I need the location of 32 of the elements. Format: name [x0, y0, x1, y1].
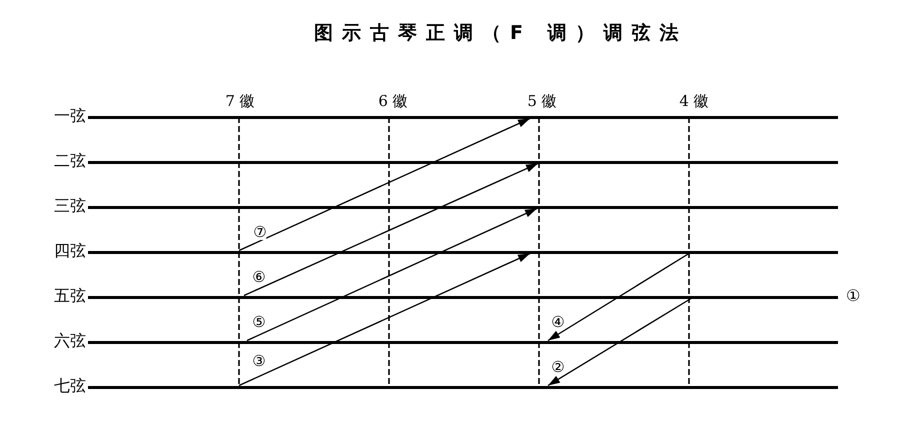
step-number: ② [551, 359, 565, 375]
string-label: 五弦 [54, 286, 86, 306]
position-label: 5 徽 [527, 92, 557, 110]
arrow [548, 252, 690, 342]
diagram-title: 图示古琴正调（F 调）调弦法 [314, 21, 688, 45]
step-number: ④ [551, 314, 565, 330]
arrow [244, 162, 538, 296]
step-number: ⑥ [252, 269, 266, 285]
step-number: ① [846, 286, 860, 306]
string-line [88, 386, 838, 388]
arrow [238, 252, 530, 386]
position-label: 6 徽 [378, 92, 408, 110]
arrow [548, 298, 692, 386]
string-line [88, 340, 838, 344]
string-line [88, 250, 838, 254]
string-line [88, 206, 838, 208]
string-label: 三弦 [54, 196, 86, 216]
string-line [88, 160, 838, 164]
string-line [88, 116, 838, 118]
string-line [88, 296, 838, 298]
string-label: 七弦 [54, 376, 86, 396]
string-label: 二弦 [54, 151, 86, 171]
step-number: ⑦ [253, 224, 267, 240]
string-label: 四弦 [54, 241, 86, 261]
arrow [238, 118, 530, 252]
position-label: 7 徽 [225, 92, 255, 110]
position-label: 4 徽 [679, 92, 709, 110]
string-label: 一弦 [54, 106, 86, 126]
string-label: 六弦 [54, 331, 86, 351]
step-number: ⑤ [252, 314, 266, 330]
step-number: ③ [252, 353, 266, 369]
arrow [246, 208, 538, 342]
